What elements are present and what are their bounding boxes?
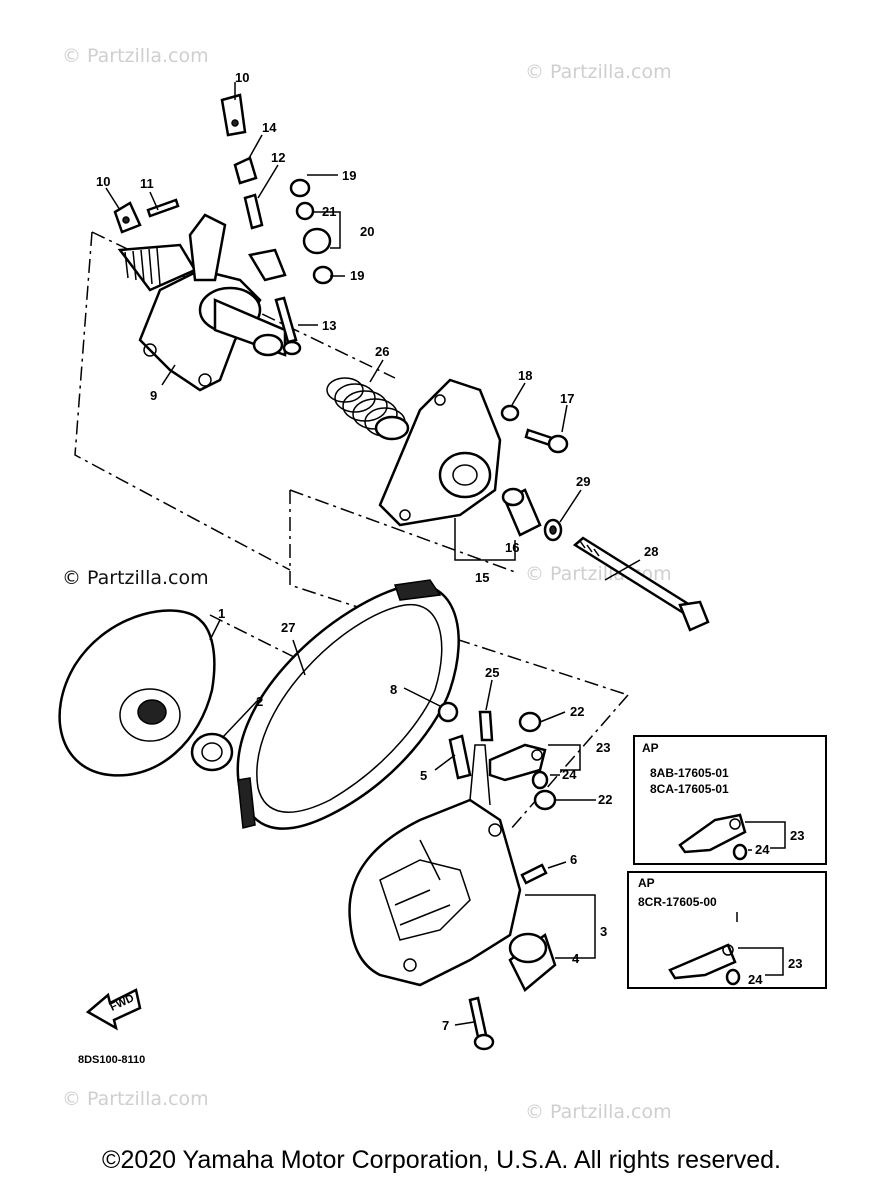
inset-box-2-tag: AP: [638, 876, 655, 890]
callout-3: 3: [600, 924, 607, 939]
inset-box-2-callout-23: 23: [788, 956, 802, 971]
callout-14: 14: [262, 120, 277, 135]
part-6-screw: [520, 863, 548, 885]
watermark-top-left: © Partzilla.com: [62, 45, 209, 67]
part-9-spider-assembly: [117, 213, 287, 392]
watermark-bottom-left: © Partzilla.com: [62, 1088, 209, 1110]
callout-16: 16: [505, 540, 519, 555]
callout-29: 29: [576, 474, 590, 489]
diagram-code: 8DS100-8110: [78, 1054, 145, 1066]
callout-2: 2: [256, 694, 263, 709]
part-2-collar: [190, 732, 234, 772]
callout-1: 1: [218, 606, 225, 621]
callout-19-bottom: 19: [350, 268, 364, 283]
inset-box-1-tag: AP: [642, 741, 659, 755]
part-28-long-bolt: [572, 536, 710, 632]
leader-lines: [105, 82, 641, 1026]
part-24-collar: [531, 770, 549, 790]
part-19-nut-bottom: [312, 265, 334, 285]
callout-13: 13: [322, 318, 336, 333]
part-19-nut-top: [289, 178, 311, 198]
part-25-pin: [478, 710, 494, 742]
watermark-mid-left: © Partzilla.com: [62, 567, 209, 589]
part-22-nut-upper: [518, 711, 542, 733]
callout-11: 11: [140, 176, 154, 191]
callout-24-main: 24: [562, 767, 577, 782]
callout-5: 5: [420, 768, 427, 783]
inset-box-1-callout-24: 24: [755, 842, 770, 857]
part-10-weight-left: [113, 201, 142, 234]
watermark-bottom-right: © Partzilla.com: [525, 1101, 672, 1123]
part-17-bolt: [524, 428, 569, 454]
part-23-weight-arm: [488, 743, 547, 782]
part-15-cap: [378, 378, 502, 527]
fwd-arrow-icon: FWD: [85, 988, 142, 1031]
callout-17: 17: [560, 391, 574, 406]
inset-box-1-line2: 8CA-17605-01: [650, 782, 729, 796]
callout-19-top: 19: [342, 168, 356, 183]
callout-26: 26: [375, 344, 389, 359]
inset-box-1-line1: 8AB-17605-01: [650, 766, 729, 780]
part-12-pin: [243, 193, 264, 230]
callout-25: 25: [485, 665, 499, 680]
inset-box-2: AP 8CR-17605-00 23 24: [627, 871, 827, 989]
callout-21: 21: [322, 204, 336, 219]
callout-15: 15: [475, 570, 489, 585]
callout-10-left: 10: [96, 174, 110, 189]
part-20-roller: [302, 227, 332, 255]
callout-10-upper: 10: [235, 70, 249, 85]
callout-18: 18: [518, 368, 532, 383]
part-13-bolt: [274, 296, 302, 356]
part-5-pin: [448, 734, 472, 780]
part-29-washer: [543, 518, 563, 542]
part-18-nut: [500, 404, 520, 422]
callout-22-upper: 22: [570, 704, 584, 719]
callout-6: 6: [570, 852, 577, 867]
callout-9: 9: [150, 388, 157, 403]
inset-box-2-line1: 8CR-17605-00: [638, 895, 717, 909]
part-27-v-belt: [236, 579, 460, 830]
part-7-bolt: [468, 996, 495, 1051]
callout-20: 20: [360, 224, 374, 239]
part-8-nut: [437, 701, 459, 723]
callout-22-lower: 22: [598, 792, 612, 807]
watermark-top-right: © Partzilla.com: [525, 61, 672, 83]
part-16-bushing: [501, 487, 542, 537]
part-22-nut-lower: [533, 789, 557, 811]
copyright-notice: ©2020 Yamaha Motor Corporation, U.S.A. A…: [102, 1146, 781, 1174]
callout-12: 12: [271, 150, 285, 165]
part-26-spring: [326, 377, 410, 441]
inset-box-1: AP 8AB-17605-01 8CA-17605-01 23 24: [633, 735, 827, 865]
callout-23-main: 23: [596, 740, 610, 755]
part-11-pin: [146, 198, 180, 218]
callout-8: 8: [390, 682, 397, 697]
callout-28: 28: [644, 544, 658, 559]
part-4-bushing: [508, 932, 557, 992]
inset-box-1-callout-23: 23: [790, 828, 804, 843]
part-14-bushing: [233, 156, 258, 185]
inset-box-2-callout-24: 24: [748, 972, 763, 987]
part-3-moving-sheave: [348, 744, 522, 987]
callout-27: 27: [281, 620, 295, 635]
callouts: 10 14 12 19 10 11 21 20 19 13 26 9 18 17…: [96, 70, 658, 1033]
callout-4: 4: [572, 951, 580, 966]
part-10-weight-upper: [220, 93, 247, 137]
part-21-collar: [295, 201, 315, 221]
part-1-sheave: [58, 609, 216, 777]
callout-7: 7: [442, 1018, 449, 1033]
